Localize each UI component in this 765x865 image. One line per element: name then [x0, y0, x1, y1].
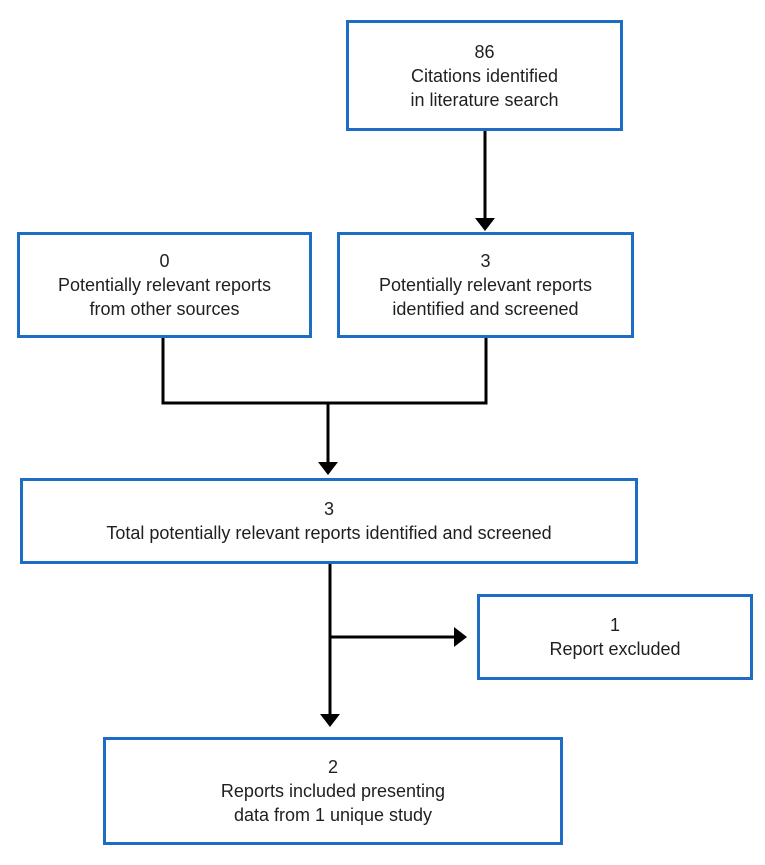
- arrow-citations-to-screened: [475, 131, 495, 231]
- node-screened-label-line1: Potentially relevant reports: [378, 275, 593, 295]
- arrow-total-to-included: [320, 564, 340, 727]
- node-reports-included-label-line1: Reports included presenting: [220, 781, 446, 801]
- node-report-excluded-count: 1: [609, 615, 620, 635]
- node-reports-included-count: 2: [327, 757, 338, 777]
- node-report-excluded-label: Report excluded: [549, 639, 681, 659]
- node-report-excluded: 1 Report excluded: [477, 594, 753, 680]
- node-other-sources: 0 Potentially relevant reports from othe…: [17, 232, 312, 338]
- node-other-sources-count: 0: [159, 251, 170, 271]
- node-screened-count: 3: [480, 251, 491, 271]
- node-total-screened-count: 3: [323, 499, 334, 519]
- node-total-screened-label: Total potentially relevant reports ident…: [106, 523, 552, 543]
- node-other-sources-label-line1: Potentially relevant reports: [57, 275, 272, 295]
- node-reports-included: 2 Reports included presenting data from …: [103, 737, 563, 845]
- node-citations-count: 86: [474, 41, 495, 62]
- node-other-sources-label-line2: from other sources: [89, 299, 240, 319]
- node-total-screened: 3 Total potentially relevant reports ide…: [20, 478, 638, 564]
- node-screened: 3 Potentially relevant reports identifie…: [337, 232, 634, 338]
- node-citations-label-line2: in literature search: [410, 89, 559, 110]
- node-reports-included-label-line2: data from 1 unique study: [233, 805, 433, 825]
- arrow-merge-to-total: [161, 337, 488, 475]
- node-screened-label-line2: identified and screened: [392, 299, 579, 319]
- node-citations-identified: 86 Citations identified in literature se…: [346, 20, 623, 131]
- arrow-total-to-excluded: [330, 627, 467, 647]
- node-citations-label-line1: Citations identified: [410, 65, 559, 86]
